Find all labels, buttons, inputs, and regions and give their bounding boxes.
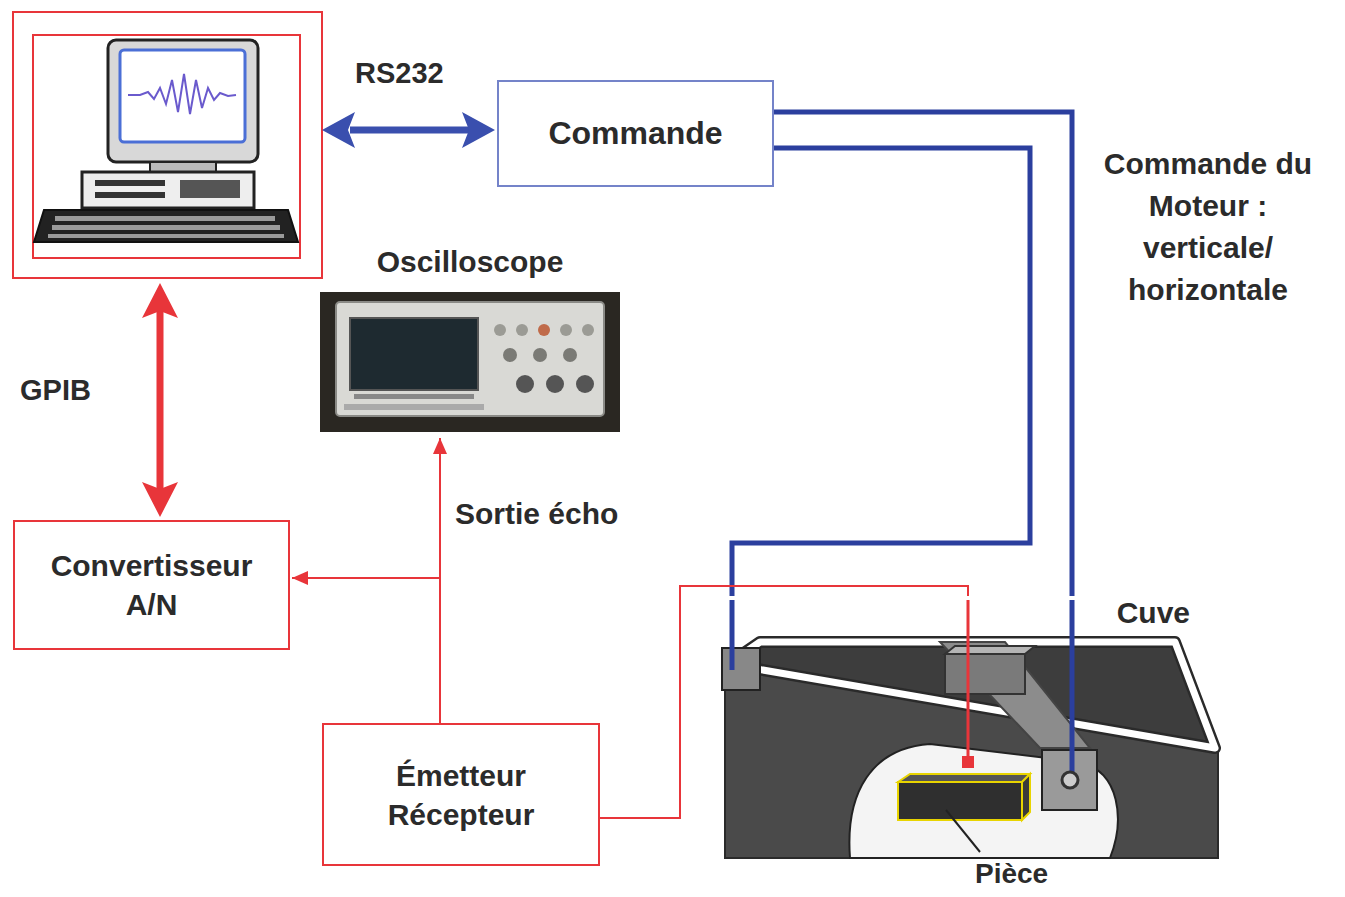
tank-illustration-part bbox=[945, 646, 1035, 654]
gpib-arrow-part bbox=[157, 310, 164, 490]
tank-illustration bbox=[722, 600, 1218, 858]
node-text: Convertisseur A/N bbox=[34, 546, 269, 624]
computer-icon-part bbox=[34, 210, 298, 242]
oscilloscope-image-part bbox=[336, 302, 604, 416]
computer-frame-part bbox=[33, 35, 300, 258]
gpib-arrow-part bbox=[142, 482, 178, 517]
oscilloscope-image-part bbox=[546, 375, 564, 393]
tank-illustration-part bbox=[962, 756, 974, 768]
computer-icon-part bbox=[128, 74, 236, 114]
oscilloscope-image-part bbox=[350, 318, 478, 390]
oscilloscope-image-part bbox=[533, 348, 547, 362]
computer-icon-part bbox=[95, 192, 165, 198]
node-text: Cuve bbox=[1117, 596, 1190, 629]
node-text: Émetteur Récepteur bbox=[356, 756, 566, 834]
computer-icon-part bbox=[52, 225, 280, 230]
oscilloscope-image-part bbox=[576, 375, 594, 393]
rs232-arrow bbox=[322, 112, 495, 148]
tank-illustration-part bbox=[1070, 600, 1075, 772]
node-text: Commande bbox=[548, 113, 722, 155]
computer-icon-part bbox=[55, 216, 275, 221]
oscilloscope-image-part bbox=[538, 324, 550, 336]
computer-icon bbox=[34, 40, 298, 242]
part-name: Pièce bbox=[975, 856, 1048, 892]
arrowhead bbox=[292, 571, 308, 585]
process-box: Convertisseur A/N bbox=[13, 520, 290, 650]
tank-illustration-part bbox=[946, 810, 980, 852]
node-text: Oscilloscope bbox=[377, 245, 564, 278]
computer-icon-part bbox=[48, 234, 284, 238]
rs232-arrow-part bbox=[350, 127, 470, 134]
tank-illustration-part bbox=[898, 774, 1030, 782]
oscilloscope-image-part bbox=[354, 394, 474, 399]
computer-frame-part bbox=[13, 12, 322, 278]
tank-block: Cuve bbox=[720, 596, 1225, 866]
computer-icon-part bbox=[82, 172, 254, 208]
oscilloscope-image-part bbox=[494, 324, 506, 336]
oscilloscope-image-part bbox=[320, 292, 620, 432]
tank-illustration-part bbox=[967, 600, 970, 758]
tank-illustration-part bbox=[940, 642, 1090, 748]
connector bbox=[600, 586, 968, 818]
computer-icon-part bbox=[120, 50, 245, 142]
process-box: Émetteur Récepteur bbox=[322, 723, 600, 866]
edge-label: Sortie écho bbox=[455, 494, 618, 533]
oscilloscope-image-part bbox=[344, 404, 484, 410]
oscilloscope-image-part bbox=[516, 375, 534, 393]
tank-illustration-part bbox=[1062, 772, 1078, 788]
device-block: Oscilloscope bbox=[320, 245, 620, 432]
tank-illustration-part bbox=[849, 744, 1117, 858]
computer-icon-part bbox=[108, 40, 258, 162]
tank-illustration-part bbox=[898, 782, 1022, 820]
tank-illustration-part bbox=[730, 600, 735, 670]
connector bbox=[292, 578, 440, 723]
note-text: Commande du Moteur : verticale/ horizont… bbox=[1082, 143, 1334, 311]
oscilloscope-image bbox=[320, 292, 620, 432]
process-box: Commande bbox=[497, 80, 774, 187]
computer-icon-part bbox=[95, 180, 165, 186]
rs232-arrow-part bbox=[462, 112, 495, 148]
gpib-arrow-part bbox=[142, 283, 178, 318]
tank-illustration-part bbox=[728, 642, 1215, 748]
arrowhead bbox=[433, 438, 447, 454]
signal-name: RS232 bbox=[355, 55, 444, 93]
computer-frame bbox=[13, 12, 322, 278]
oscilloscope-image-part bbox=[503, 348, 517, 362]
connector bbox=[774, 112, 1072, 596]
gpib-arrow bbox=[142, 283, 178, 517]
tank-illustration-part bbox=[945, 654, 1025, 694]
connector bbox=[732, 148, 1030, 596]
tank-illustration-part bbox=[728, 642, 1215, 748]
computer-icon-part bbox=[180, 180, 240, 198]
oscilloscope-image-part bbox=[516, 324, 528, 336]
tank-illustration-part bbox=[1022, 774, 1030, 820]
oscilloscope-image-part bbox=[582, 324, 594, 336]
tank-illustration-part bbox=[728, 642, 1215, 748]
oscilloscope-image-part bbox=[560, 324, 572, 336]
signal-name: GPIB bbox=[20, 372, 91, 410]
oscilloscope-image-part bbox=[563, 348, 577, 362]
rs232-arrow-part bbox=[322, 112, 355, 148]
tank-illustration-part bbox=[722, 648, 760, 690]
